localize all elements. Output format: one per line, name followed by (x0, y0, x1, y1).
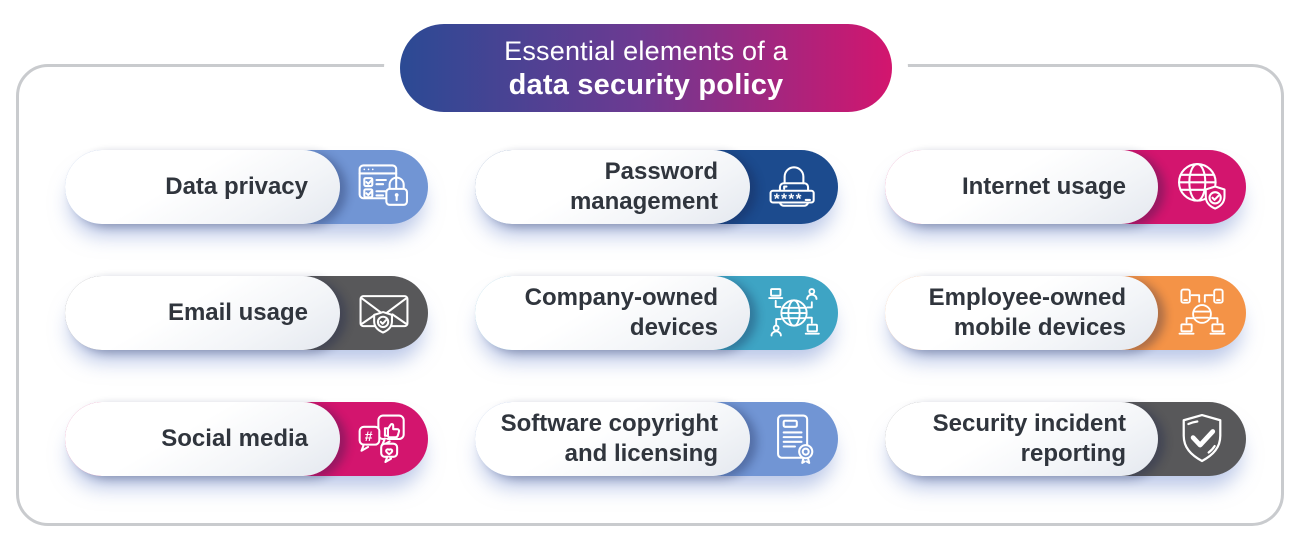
globe-network-devices-icon (768, 288, 820, 337)
browser-checklist-lock-icon (358, 164, 408, 206)
social-chat-bubbles-icon: # (358, 414, 405, 463)
globe-shield-check-icon (1178, 163, 1226, 210)
card-label: Internet usage (961, 173, 1126, 200)
card-password-management: Password management **** (475, 150, 838, 224)
card-label: Password management (569, 158, 718, 215)
card-data-privacy: Data privacy (65, 150, 428, 224)
header-title-line1: Essential elements of a (504, 35, 788, 66)
card-label: Security incident reporting (932, 410, 1126, 467)
card-social-media: Social media # (65, 402, 428, 476)
card-security-incident-reporting: Security incident reporting (885, 402, 1246, 476)
shield-check-icon (1182, 413, 1222, 463)
card-software-copyright-licensing: Software copyright and licensing (475, 402, 838, 476)
svg-text:#: # (365, 428, 373, 444)
mobile-devices-network-icon (1178, 288, 1226, 335)
card-email-usage: Email usage (65, 276, 428, 350)
padlock-password-icon: **** (769, 166, 815, 207)
certificate-license-icon (777, 414, 814, 464)
card-label: Employee-owned mobile devices (928, 284, 1126, 341)
card-company-owned-devices: Company-owned devices (475, 276, 838, 350)
envelope-shield-icon (359, 295, 409, 334)
card-label: Social media (161, 425, 308, 452)
header-title-line2: data security policy (508, 68, 784, 101)
svg-text:****: **** (774, 190, 803, 207)
header-pill: Essential elements of a data security po… (400, 24, 892, 112)
card-label: Data privacy (165, 173, 308, 200)
card-employee-owned-mobile-devices: Employee-owned mobile devices (885, 276, 1246, 350)
card-label: Email usage (167, 299, 308, 326)
card-internet-usage: Internet usage (885, 150, 1246, 224)
policy-elements-grid: Data privacy (65, 150, 1246, 476)
card-label: Software copyright and licensing (500, 410, 718, 467)
card-label: Company-owned devices (524, 284, 718, 341)
